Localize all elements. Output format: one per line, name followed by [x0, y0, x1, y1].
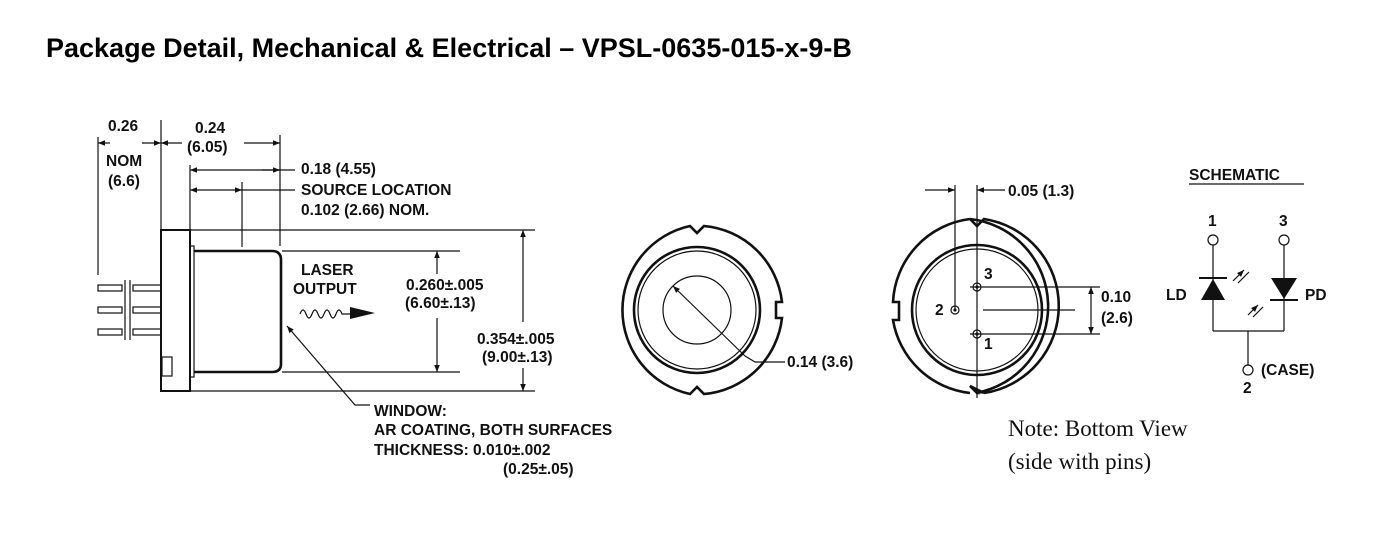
- note-line-2: (side with pins): [1008, 449, 1151, 474]
- pin-2: [950, 305, 960, 315]
- window-diameter-dim: 0.14 (3.6): [787, 354, 853, 371]
- cap-diameter-dim: 0.260±.005: [406, 277, 484, 294]
- laser-wave-icon: [299, 309, 352, 319]
- front-view: 0.14 (3.6): [621, 224, 853, 396]
- pin-1: [972, 329, 982, 339]
- bottom-view: 3 1 2 0.05 (1.3) 0.10 (2.6): [891, 183, 1133, 398]
- output-label: OUTPUT: [293, 281, 357, 298]
- pins: [97, 280, 162, 340]
- photodiode-icon: [1271, 278, 1297, 299]
- laser-label: LASER: [301, 262, 354, 279]
- pin-3: [972, 282, 982, 292]
- cap: [194, 249, 283, 374]
- schematic-title: SCHEMATIC: [1189, 167, 1280, 184]
- pin-2-label: 2: [935, 302, 944, 319]
- body-length-dim: 0.24: [195, 120, 226, 137]
- cap-length-dim: 0.18 (4.55): [301, 161, 376, 178]
- schematic-pin3-label: 3: [1279, 213, 1288, 230]
- ld-label: LD: [1166, 287, 1187, 304]
- window-thickness-mm: (0.25±.05): [503, 461, 574, 478]
- source-location-value: 0.102 (2.66) NOM.: [301, 202, 429, 219]
- pin-1-label: 1: [984, 336, 993, 353]
- pin-3-label: 3: [984, 266, 993, 283]
- pin-length-dim: 0.26: [108, 118, 139, 135]
- window-label: WINDOW:: [374, 403, 447, 420]
- pin-spacing-mm: (2.6): [1101, 310, 1133, 327]
- flange-diameter-mm: (9.00±.13): [482, 349, 553, 366]
- flange-diameter-dim: 0.354±.005: [477, 331, 555, 348]
- case-label: (CASE): [1261, 362, 1314, 379]
- side-view: 0.26 NOM (6.6) 0.24 (6.05) 0.18 (4.55) S…: [97, 118, 612, 478]
- schematic-pin2-label: 2: [1243, 380, 1252, 397]
- schematic-pin1-label: 1: [1208, 213, 1217, 230]
- cap-diameter-mm: (6.60±.13): [405, 295, 476, 312]
- flange: [160, 229, 191, 392]
- pd-label: PD: [1305, 287, 1327, 304]
- window-coating: AR COATING, BOTH SURFACES: [374, 422, 612, 439]
- pin-offset-dim: 0.05 (1.3): [1008, 183, 1074, 200]
- body-length-mm: (6.05): [187, 139, 228, 156]
- pin-spacing-dim: 0.10: [1101, 289, 1131, 306]
- laser-diode-icon: [1201, 279, 1225, 300]
- source-location-label: SOURCE LOCATION: [301, 182, 451, 199]
- pin-length-nom: NOM: [106, 153, 142, 170]
- note-line-1: Note: Bottom View: [1008, 416, 1188, 441]
- pin-length-mm: (6.6): [108, 173, 140, 190]
- page-title: Package Detail, Mechanical & Electrical …: [46, 33, 852, 63]
- schematic: SCHEMATIC 1 3 LD PD (CASE) 2: [1166, 167, 1327, 397]
- window-thickness: THICKNESS: 0.010±.002: [374, 442, 551, 459]
